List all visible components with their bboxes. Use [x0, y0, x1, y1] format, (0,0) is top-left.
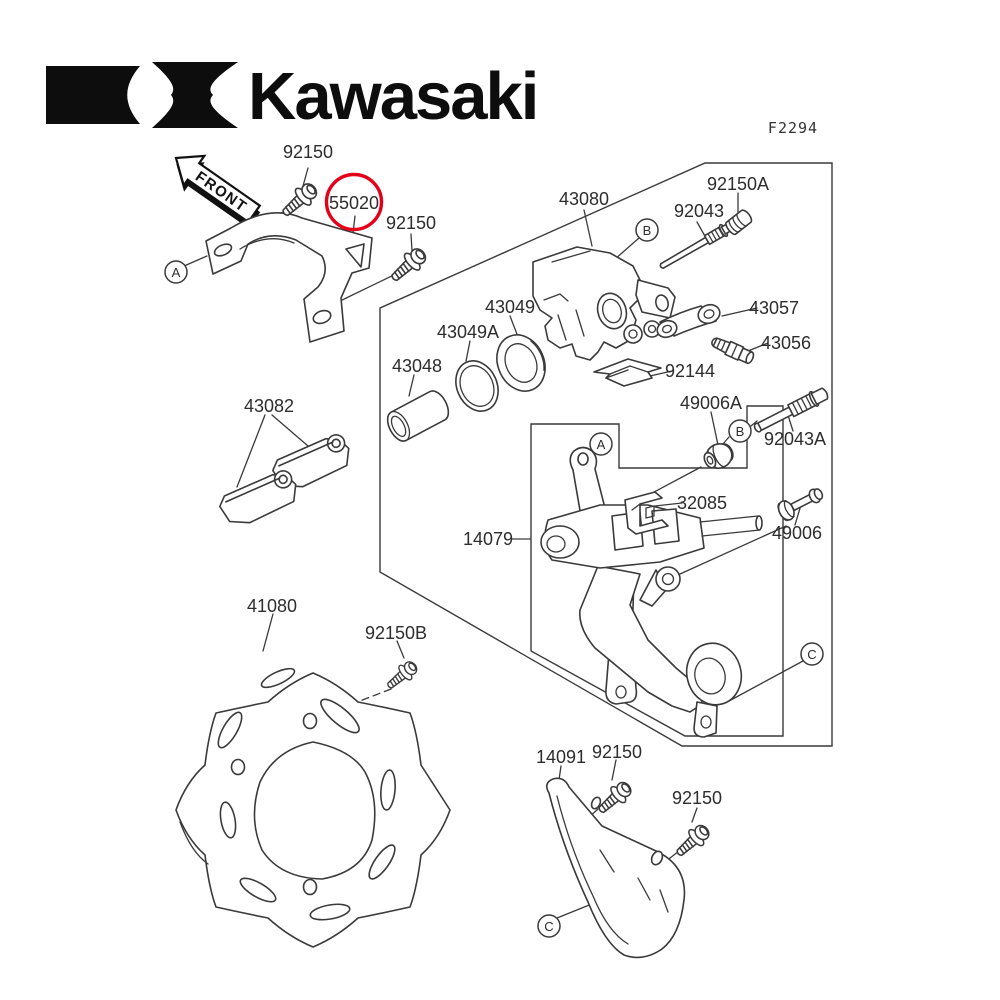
part-92043A-caliper-pin [753, 387, 829, 433]
part-92043-caliper-pin [659, 222, 733, 269]
leader-line [396, 640, 405, 659]
ref-bubble-circle [589, 432, 613, 456]
ref-bubble-circle [537, 914, 561, 938]
part-49006-boot [777, 488, 824, 522]
part-label-43048: 43048 [392, 356, 442, 376]
part-label-92150-2: 92150 [386, 213, 436, 233]
leader-line [611, 759, 617, 781]
ref-bubble-b-2: B [728, 419, 752, 443]
part-92150A-plug [725, 209, 753, 236]
leader-line [721, 307, 758, 317]
part-label-41080: 41080 [247, 596, 297, 616]
ref-bubble-a-1: A [164, 260, 188, 284]
ref-bubble-circle [800, 642, 824, 666]
part-92150-bolt [385, 243, 431, 288]
leader-line [679, 525, 787, 575]
part-49006A-boot [703, 443, 734, 469]
part-43082-brake-pads [214, 431, 356, 530]
part-14079-caliper-holder [540, 446, 763, 738]
part-labels: 92150 55020 92150 43080 92150A 92043 430… [244, 142, 826, 808]
leader-line [302, 167, 309, 187]
part-55020-caliper-stay-bracket [205, 212, 373, 343]
leader-line [410, 233, 413, 252]
part-label-92150-4: 92150 [672, 788, 722, 808]
ref-bubble-circle [635, 218, 659, 242]
leader-line [583, 209, 593, 247]
part-label-43056: 43056 [761, 333, 811, 353]
part-43049-dust-seal [496, 334, 546, 392]
part-43080-caliper-body [532, 246, 676, 361]
leader-line [408, 374, 415, 397]
part-41080-brake-disc [175, 667, 451, 948]
ref-bubble-letter: C [544, 919, 553, 934]
part-label-92150-1: 92150 [283, 142, 333, 162]
leader-line [691, 807, 698, 823]
part-43056-bleeder-valve [711, 337, 755, 365]
part-14091-disc-guard [545, 777, 686, 959]
highlight-circle-55020 [324, 172, 384, 232]
part-label-92144: 92144 [665, 361, 715, 381]
kawasaki-logo: Kawasaki [46, 59, 539, 134]
part-92150-bolt [670, 820, 714, 863]
leader-line [710, 411, 719, 446]
ref-bubble-letter: A [172, 265, 181, 280]
part-label-49006: 49006 [772, 523, 822, 543]
ref-bubble-c-1: C [800, 642, 824, 666]
figure-code: F2294 [768, 119, 818, 137]
kawasaki-river-mark-icon [46, 66, 140, 124]
kawasaki-river-mark-icon [152, 62, 238, 128]
part-43057-link [656, 303, 721, 339]
leader-line [747, 342, 769, 352]
ref-bubble-letter: C [807, 647, 816, 662]
part-92144-pad-spring [593, 358, 662, 387]
part-label-43049: 43049 [485, 297, 535, 317]
part-label-92043: 92043 [674, 201, 724, 221]
leader-line [465, 340, 471, 362]
part-label-43057: 43057 [749, 298, 799, 318]
part-92150B-disc-bolt [382, 657, 422, 694]
front-arrow-icon [174, 154, 262, 224]
part-label-14079: 14079 [463, 529, 513, 549]
ref-bubble-circle [728, 419, 752, 443]
ref-bubble-a-2: A [589, 432, 613, 456]
part-label-92150-3: 92150 [592, 742, 642, 762]
leader-line [728, 660, 804, 702]
ref-bubble-c-2: C [537, 914, 561, 938]
part-label-55020: 55020 [329, 193, 379, 213]
part-label-92150A: 92150A [707, 174, 769, 194]
part-label-32085: 32085 [677, 493, 727, 513]
leader-line [649, 370, 673, 377]
leader-line [183, 255, 208, 267]
part-label-14091: 14091 [536, 747, 586, 767]
assembly-boundary-outer [379, 162, 833, 747]
ref-bubble-circle [164, 260, 188, 284]
leader-line [654, 502, 683, 507]
leader-line [794, 504, 802, 526]
part-32085-pad-clip [624, 491, 669, 535]
leader-line [722, 420, 758, 445]
ref-bubble-b-1: B [635, 218, 659, 242]
leader-line [262, 613, 274, 652]
part-label-92043A: 92043A [764, 429, 826, 449]
leader-line [337, 271, 401, 303]
part-43048-caliper-piston [386, 390, 450, 442]
ref-bubble-letter: B [736, 424, 745, 439]
part-label-49006A: 49006A [680, 393, 742, 413]
part-43049A-seal-ring [455, 360, 499, 412]
ref-bubble-letter: B [643, 223, 652, 238]
part-label-43082: 43082 [244, 396, 294, 416]
part-label-43080: 43080 [559, 189, 609, 209]
ref-bubble-letter: A [597, 437, 606, 452]
part-label-43049A: 43049A [437, 322, 499, 342]
part-label-92150B: 92150B [365, 623, 427, 643]
brand-wordmark: Kawasaki [248, 59, 537, 134]
